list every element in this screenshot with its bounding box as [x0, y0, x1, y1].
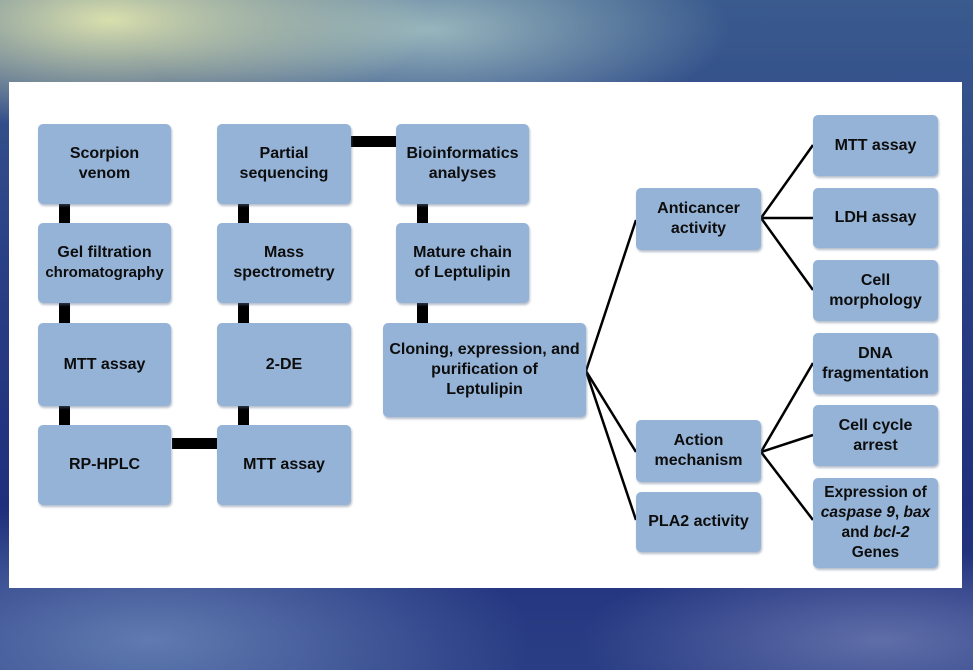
box-mature-chain-line1: Mature chain — [413, 244, 512, 261]
box-mtt-assay-1: MTT assay — [38, 323, 171, 406]
box-pla2: PLA2 activity — [636, 492, 761, 552]
box-gene-expression-line4: Genes — [851, 544, 900, 561]
gene-separator: , — [894, 504, 904, 521]
box-cell-morphology: Cell morphology — [813, 260, 938, 321]
box-rp-hplc-label: RP-HPLC — [68, 456, 141, 473]
box-ldh-assay: LDH assay — [813, 188, 938, 248]
box-cloning-line2: purification of — [431, 361, 538, 378]
box-2de-label: 2-DE — [265, 355, 303, 373]
box-rp-hplc: RP-HPLC — [38, 425, 171, 505]
branch-anticancer-morph — [759, 217, 815, 291]
box-action-mechanism: Action mechanism — [636, 420, 761, 482]
box-cell-morphology-line1: Cell — [860, 271, 891, 289]
box-mtt-assay-3: MTT assay — [813, 115, 938, 176]
box-gel-filtration-line1: Gel filtration — [57, 244, 152, 261]
box-pla2-label: PLA2 activity — [648, 513, 749, 530]
connector-mass-partial — [238, 204, 249, 223]
box-partial-sequencing-line1: Partial — [259, 145, 309, 162]
box-gel-filtration-line2: chromatography — [45, 264, 164, 281]
box-mtt-assay-3-label: MTT assay — [834, 136, 917, 154]
box-cell-cycle-line1: Cell cycle — [838, 416, 913, 434]
branch-action-dna — [759, 362, 815, 453]
diagram-panel: Scorpion venom Gel filtration chromatogr… — [9, 82, 962, 588]
connector-2de-mass — [238, 303, 249, 323]
box-bioinformatics-line2: analyses — [428, 165, 497, 182]
box-gene-expression-line3: and bcl-2 — [841, 523, 909, 543]
connector-partial-bioinf — [351, 136, 396, 147]
box-mass-spectrometry: Mass spectrometry — [217, 223, 351, 303]
box-dna-fragmentation-line1: DNA — [858, 344, 893, 362]
connector-rphplc-mtt2 — [172, 438, 217, 449]
connector-mtt-rphplc — [59, 406, 70, 425]
gene-bcl2: bcl-2 — [873, 524, 910, 541]
box-anticancer-line1: Anticancer — [657, 200, 740, 217]
gene-and: and — [841, 524, 874, 541]
connector-layer — [59, 136, 815, 521]
box-mature-chain: Mature chain of Leptulipin — [396, 223, 529, 303]
box-action-mechanism-line2: mechanism — [654, 452, 743, 469]
box-scorpion-venom: Scorpion venom — [38, 124, 171, 204]
connector-mature-cloning — [417, 303, 428, 323]
box-ldh-assay-label: LDH assay — [834, 209, 917, 226]
branch-cloning-pla2 — [584, 370, 638, 521]
box-gene-expression-line2: caspase 9, bax — [821, 503, 930, 523]
box-action-mechanism-line1: Action — [673, 432, 724, 449]
branch-cloning-anticancer — [584, 219, 638, 372]
box-anticancer-line2: activity — [670, 220, 727, 237]
box-cloning-line1: Cloning, expression, and — [389, 341, 580, 358]
box-mature-chain-line2: of Leptulipin — [414, 264, 511, 281]
connector-bioinf-mature — [417, 204, 428, 223]
box-dna-fragmentation-line2: fragmentation — [822, 364, 929, 382]
box-cloning-line3: Leptulipin — [446, 381, 523, 398]
box-mtt-assay-1-label: MTT assay — [63, 355, 146, 373]
branch-action-expression — [760, 451, 814, 521]
box-mass-spectrometry-line2: spectrometry — [233, 264, 335, 281]
box-anticancer: Anticancer activity — [636, 188, 761, 250]
branch-cloning-action — [584, 370, 638, 453]
box-dna-fragmentation: DNA fragmentation — [813, 333, 938, 394]
box-gel-filtration: Gel filtration chromatography — [38, 223, 171, 303]
gene-caspase9: caspase 9 — [820, 504, 895, 521]
connector-gel-mtt — [59, 303, 70, 323]
box-cell-morphology-line2: morphology — [829, 291, 922, 309]
gene-bax: bax — [903, 504, 931, 521]
box-cell-cycle-line2: arrest — [853, 436, 898, 454]
box-gene-expression: Expression of caspase 9, bax and bcl-2 G… — [813, 478, 938, 568]
box-mass-spectrometry-line1: Mass — [263, 244, 305, 261]
box-scorpion-venom-line2: venom — [78, 165, 131, 182]
box-cell-cycle: Cell cycle arrest — [813, 405, 938, 466]
box-cloning: Cloning, expression, and purification of… — [383, 323, 586, 417]
box-bioinformatics-line1: Bioinformatics — [406, 145, 519, 162]
box-bioinformatics: Bioinformatics analyses — [396, 124, 529, 204]
branch-anticancer-mtt — [759, 144, 815, 219]
connector-mtt2-2de — [238, 406, 249, 425]
box-scorpion-venom-line1: Scorpion — [69, 145, 140, 162]
box-partial-sequencing: Partial sequencing — [217, 124, 351, 204]
box-gene-expression-line1: Expression of — [824, 484, 927, 501]
box-mtt-assay-2-label: MTT assay — [243, 456, 325, 473]
box-partial-sequencing-line2: sequencing — [239, 165, 329, 182]
box-mtt-assay-2: MTT assay — [217, 425, 351, 505]
box-2de: 2-DE — [217, 323, 351, 406]
connector-venom-gel — [59, 204, 70, 223]
branch-action-cellcycle — [760, 433, 814, 454]
